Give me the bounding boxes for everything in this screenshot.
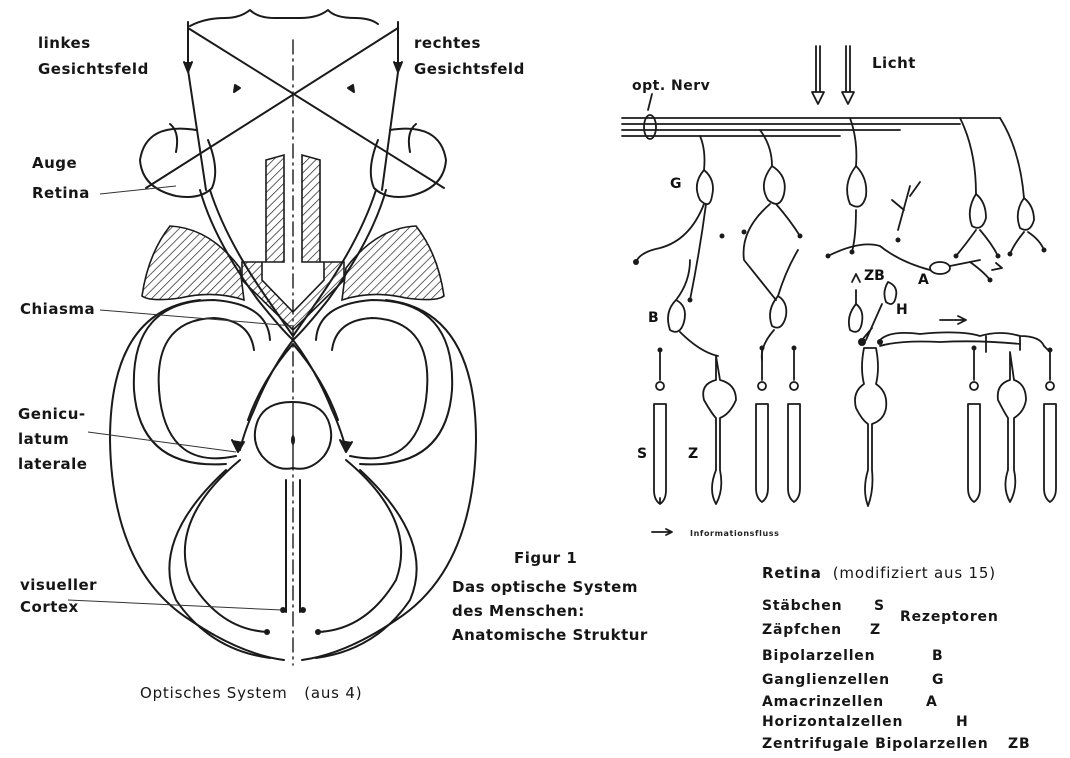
legend-name: Zäpfchen xyxy=(762,622,842,638)
ganglion-cell-1 xyxy=(697,170,713,204)
ganglion-cell-4 xyxy=(970,194,986,228)
cell-letter-h: H xyxy=(896,302,908,318)
legend-row-rods: Stäbchen S xyxy=(762,598,842,614)
bipolar-cell-3 xyxy=(849,304,863,332)
legend-row-ganglion: Ganglienzellen G xyxy=(762,672,890,688)
legend-name: Horizontalzellen xyxy=(762,714,903,730)
cone-3 xyxy=(998,352,1026,502)
label-light: Licht xyxy=(872,54,916,72)
bipolar-cell-2 xyxy=(770,296,786,328)
rod-3 xyxy=(788,350,800,502)
legend-abbr: H xyxy=(956,714,969,730)
legend-row-centrifugal: Zentrifugale Bipolarzellen ZB xyxy=(762,736,988,752)
legend-abbr: S xyxy=(874,598,885,614)
cell-letter-s: S xyxy=(637,446,647,462)
cell-letter-zb: ZB xyxy=(864,268,885,284)
legend-title: Retina xyxy=(762,564,822,582)
legend-abbr: A xyxy=(926,694,938,710)
legend-abbr: ZB xyxy=(1008,736,1030,752)
legend-row-bipolar: Bipolarzellen B xyxy=(762,648,875,664)
bipolar-cell-1 xyxy=(668,300,685,332)
cone-2 xyxy=(855,348,886,506)
legend-abbr: Z xyxy=(870,622,881,638)
amacrine-cell xyxy=(930,262,950,274)
ganglion-cell-3 xyxy=(847,166,866,207)
label-info-flow: Informationsfluss xyxy=(690,529,780,538)
legend-name: Ganglienzellen xyxy=(762,672,890,688)
cone-1 xyxy=(703,356,736,504)
cell-letter-a: A xyxy=(918,272,929,288)
cell-letter-z: Z xyxy=(688,446,698,462)
light-arrow-right xyxy=(842,46,854,104)
ganglion-cell-5 xyxy=(1018,198,1034,230)
cell-letter-b: B xyxy=(648,310,659,326)
legend-row-cones: Zäpfchen Z xyxy=(762,622,842,638)
label-optic-nerve: opt. Nerv xyxy=(632,78,710,94)
rod-2 xyxy=(756,350,768,502)
rod-5 xyxy=(1044,352,1056,502)
legend-row-horizontal: Horizontalzellen H xyxy=(762,714,903,730)
legend-name: Zentrifugale Bipolarzellen xyxy=(762,736,988,752)
info-flow-arrow xyxy=(652,529,672,535)
legend-name: Bipolarzellen xyxy=(762,648,875,664)
legend-receptors: Rezeptoren xyxy=(900,609,999,625)
legend-row-amacrine: Amacrinzellen A xyxy=(762,694,884,710)
legend-title-row: Retina (modifiziert aus 15) xyxy=(762,564,996,582)
legend-name: Stäbchen xyxy=(762,598,842,614)
ganglion-cell-2 xyxy=(764,166,785,204)
rod-1 xyxy=(654,352,666,504)
cell-letter-g: G xyxy=(670,176,682,192)
legend-abbr: B xyxy=(932,648,943,664)
light-arrow-left xyxy=(812,46,824,104)
legend-abbr: G xyxy=(932,672,944,688)
legend-source: (modifiziert aus 15) xyxy=(833,564,996,582)
rod-4 xyxy=(968,350,980,502)
legend-name: Amacrinzellen xyxy=(762,694,884,710)
centrifugal-bipolar-cell xyxy=(884,282,896,304)
